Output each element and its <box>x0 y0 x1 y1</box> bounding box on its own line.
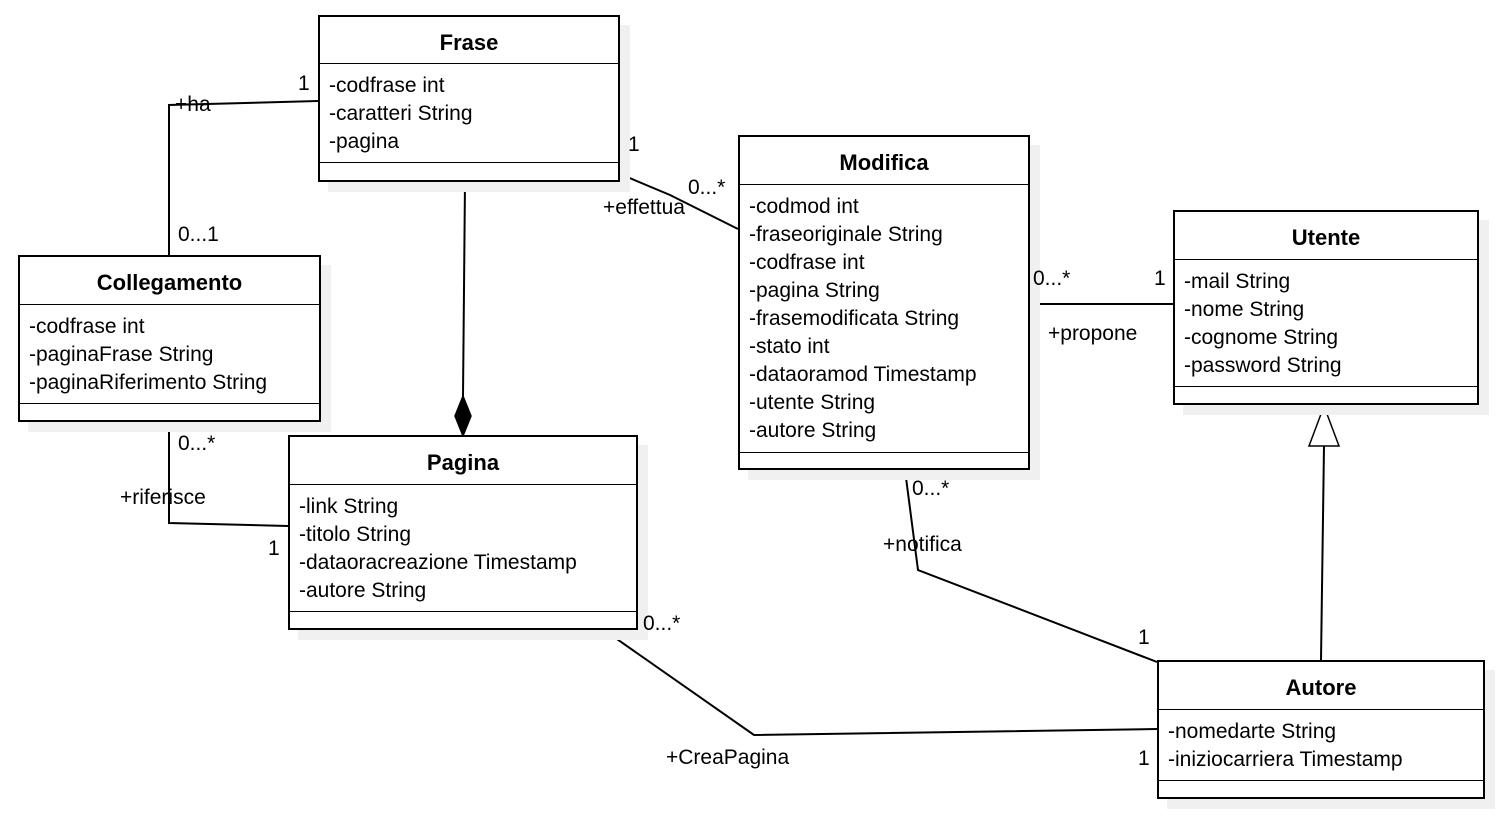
class-attribute: -password String <box>1184 354 1342 377</box>
mult-propone-modifica-label: 0...* <box>1033 267 1071 290</box>
class-attribute: -paginaRiferimento String <box>29 371 268 394</box>
class-modifica[interactable]: Modifica -codmod int -fraseoriginale Stri… <box>738 135 1030 470</box>
class-frase[interactable]: Frase -codfrase int -caratteri String -pag… <box>318 15 620 182</box>
class-attribute: -caratteri String <box>329 102 473 125</box>
role-notifica-label: +notifica <box>883 533 962 556</box>
class-attribute: -dataoramod Timestamp <box>749 363 977 386</box>
association-effettua-line[interactable] <box>619 173 739 230</box>
class-attribute: -frasemodificata String <box>749 307 960 330</box>
class-attribute: -codfrase int <box>749 251 865 274</box>
role-ha-label: +ha <box>175 93 211 116</box>
class-frase-name: Frase <box>320 17 618 64</box>
class-attribute: -paginaFrase String <box>29 343 214 366</box>
class-modifica-name: Modifica <box>740 137 1028 185</box>
role-propone-label: +propone <box>1048 322 1138 345</box>
mult-riferisce-pagina-label: 1 <box>268 537 280 560</box>
mult-ha-frase-label: 1 <box>298 72 310 95</box>
mult-notifica-modifica-label: 0...* <box>912 477 950 500</box>
class-collegamento-name: Collegamento <box>20 257 319 305</box>
mult-effettua-frase-label: 1 <box>628 133 640 156</box>
class-attribute: -nome String <box>1184 298 1305 321</box>
mult-effettua-modifica-label: 0...* <box>688 176 726 199</box>
class-attribute: -nomedarte String <box>1168 720 1337 743</box>
mult-propone-utente-label: 1 <box>1154 267 1166 290</box>
mult-ha-collegamento-label: 0...1 <box>178 223 219 246</box>
composition-pagina-frase-line[interactable] <box>462 181 466 397</box>
association-riferisce-line[interactable] <box>168 422 289 527</box>
class-collegamento[interactable]: Collegamento -codfrase int -paginaFrase S… <box>18 255 321 422</box>
association-ha-line[interactable] <box>168 100 319 255</box>
class-attribute: -pagina <box>329 130 400 153</box>
role-effettua-label: +effettua <box>603 196 685 219</box>
class-pagina[interactable]: Pagina -link String -titolo String -dataor… <box>288 435 638 630</box>
class-autore[interactable]: Autore -nomedarte String -iniziocarriera … <box>1157 660 1485 799</box>
class-collegamento-attributes: -codfrase int -paginaFrase String -paginaR… <box>20 305 319 404</box>
class-attribute: -pagina String <box>749 279 880 302</box>
composition-diamond-icon <box>454 393 472 439</box>
generalization-autore-utente-line[interactable] <box>1320 445 1325 661</box>
class-attribute: -cognome String <box>1184 326 1339 349</box>
class-attribute: -autore String <box>299 579 427 602</box>
class-modifica-attributes: -codmod int -fraseoriginale String -codfra… <box>740 185 1028 453</box>
class-attribute: -iniziocarriera Timestamp <box>1168 748 1403 771</box>
class-attribute: -stato int <box>749 335 830 358</box>
class-attribute: -utente String <box>749 391 876 414</box>
role-riferisce-label: +riferisce <box>120 486 206 509</box>
class-attribute: -codfrase int <box>329 74 445 97</box>
class-utente-name: Utente <box>1175 212 1477 260</box>
class-utente[interactable]: Utente -mail String -nome String -cognome … <box>1173 210 1479 405</box>
mult-notifica-autore-label: 1 <box>1138 626 1150 649</box>
mult-creapagina-pagina-label: 0...* <box>643 612 681 635</box>
mult-creapagina-autore-label: 1 <box>1138 747 1150 770</box>
class-attribute: -dataoracreazione Timestamp <box>299 551 577 574</box>
class-attribute: -autore String <box>749 419 877 442</box>
association-notifica-line[interactable] <box>904 469 1158 663</box>
class-pagina-name: Pagina <box>290 437 636 485</box>
class-attribute: -link String <box>299 495 399 518</box>
role-creapagina-label: +CreaPagina <box>666 746 790 769</box>
association-creapagina-line[interactable] <box>603 629 1158 737</box>
mult-riferisce-collegamento-label: 0...* <box>178 432 216 455</box>
class-attribute: -mail String <box>1184 270 1291 293</box>
class-attribute: -codfrase int <box>29 315 145 338</box>
generalization-arrowhead-icon <box>1307 403 1341 447</box>
class-autore-attributes: -nomedarte String -iniziocarriera Timesta… <box>1159 710 1483 781</box>
class-autore-name: Autore <box>1159 662 1483 710</box>
class-pagina-attributes: -link String -titolo String -dataoracreazi… <box>290 485 636 612</box>
class-frase-attributes: -codfrase int -caratteri String -pagina <box>320 64 618 163</box>
class-attribute: -titolo String <box>299 523 412 546</box>
class-utente-attributes: -mail String -nome String -cognome String -… <box>1175 260 1477 387</box>
class-attribute: -fraseoriginale String <box>749 223 943 246</box>
class-attribute: -codmod int <box>749 195 859 218</box>
